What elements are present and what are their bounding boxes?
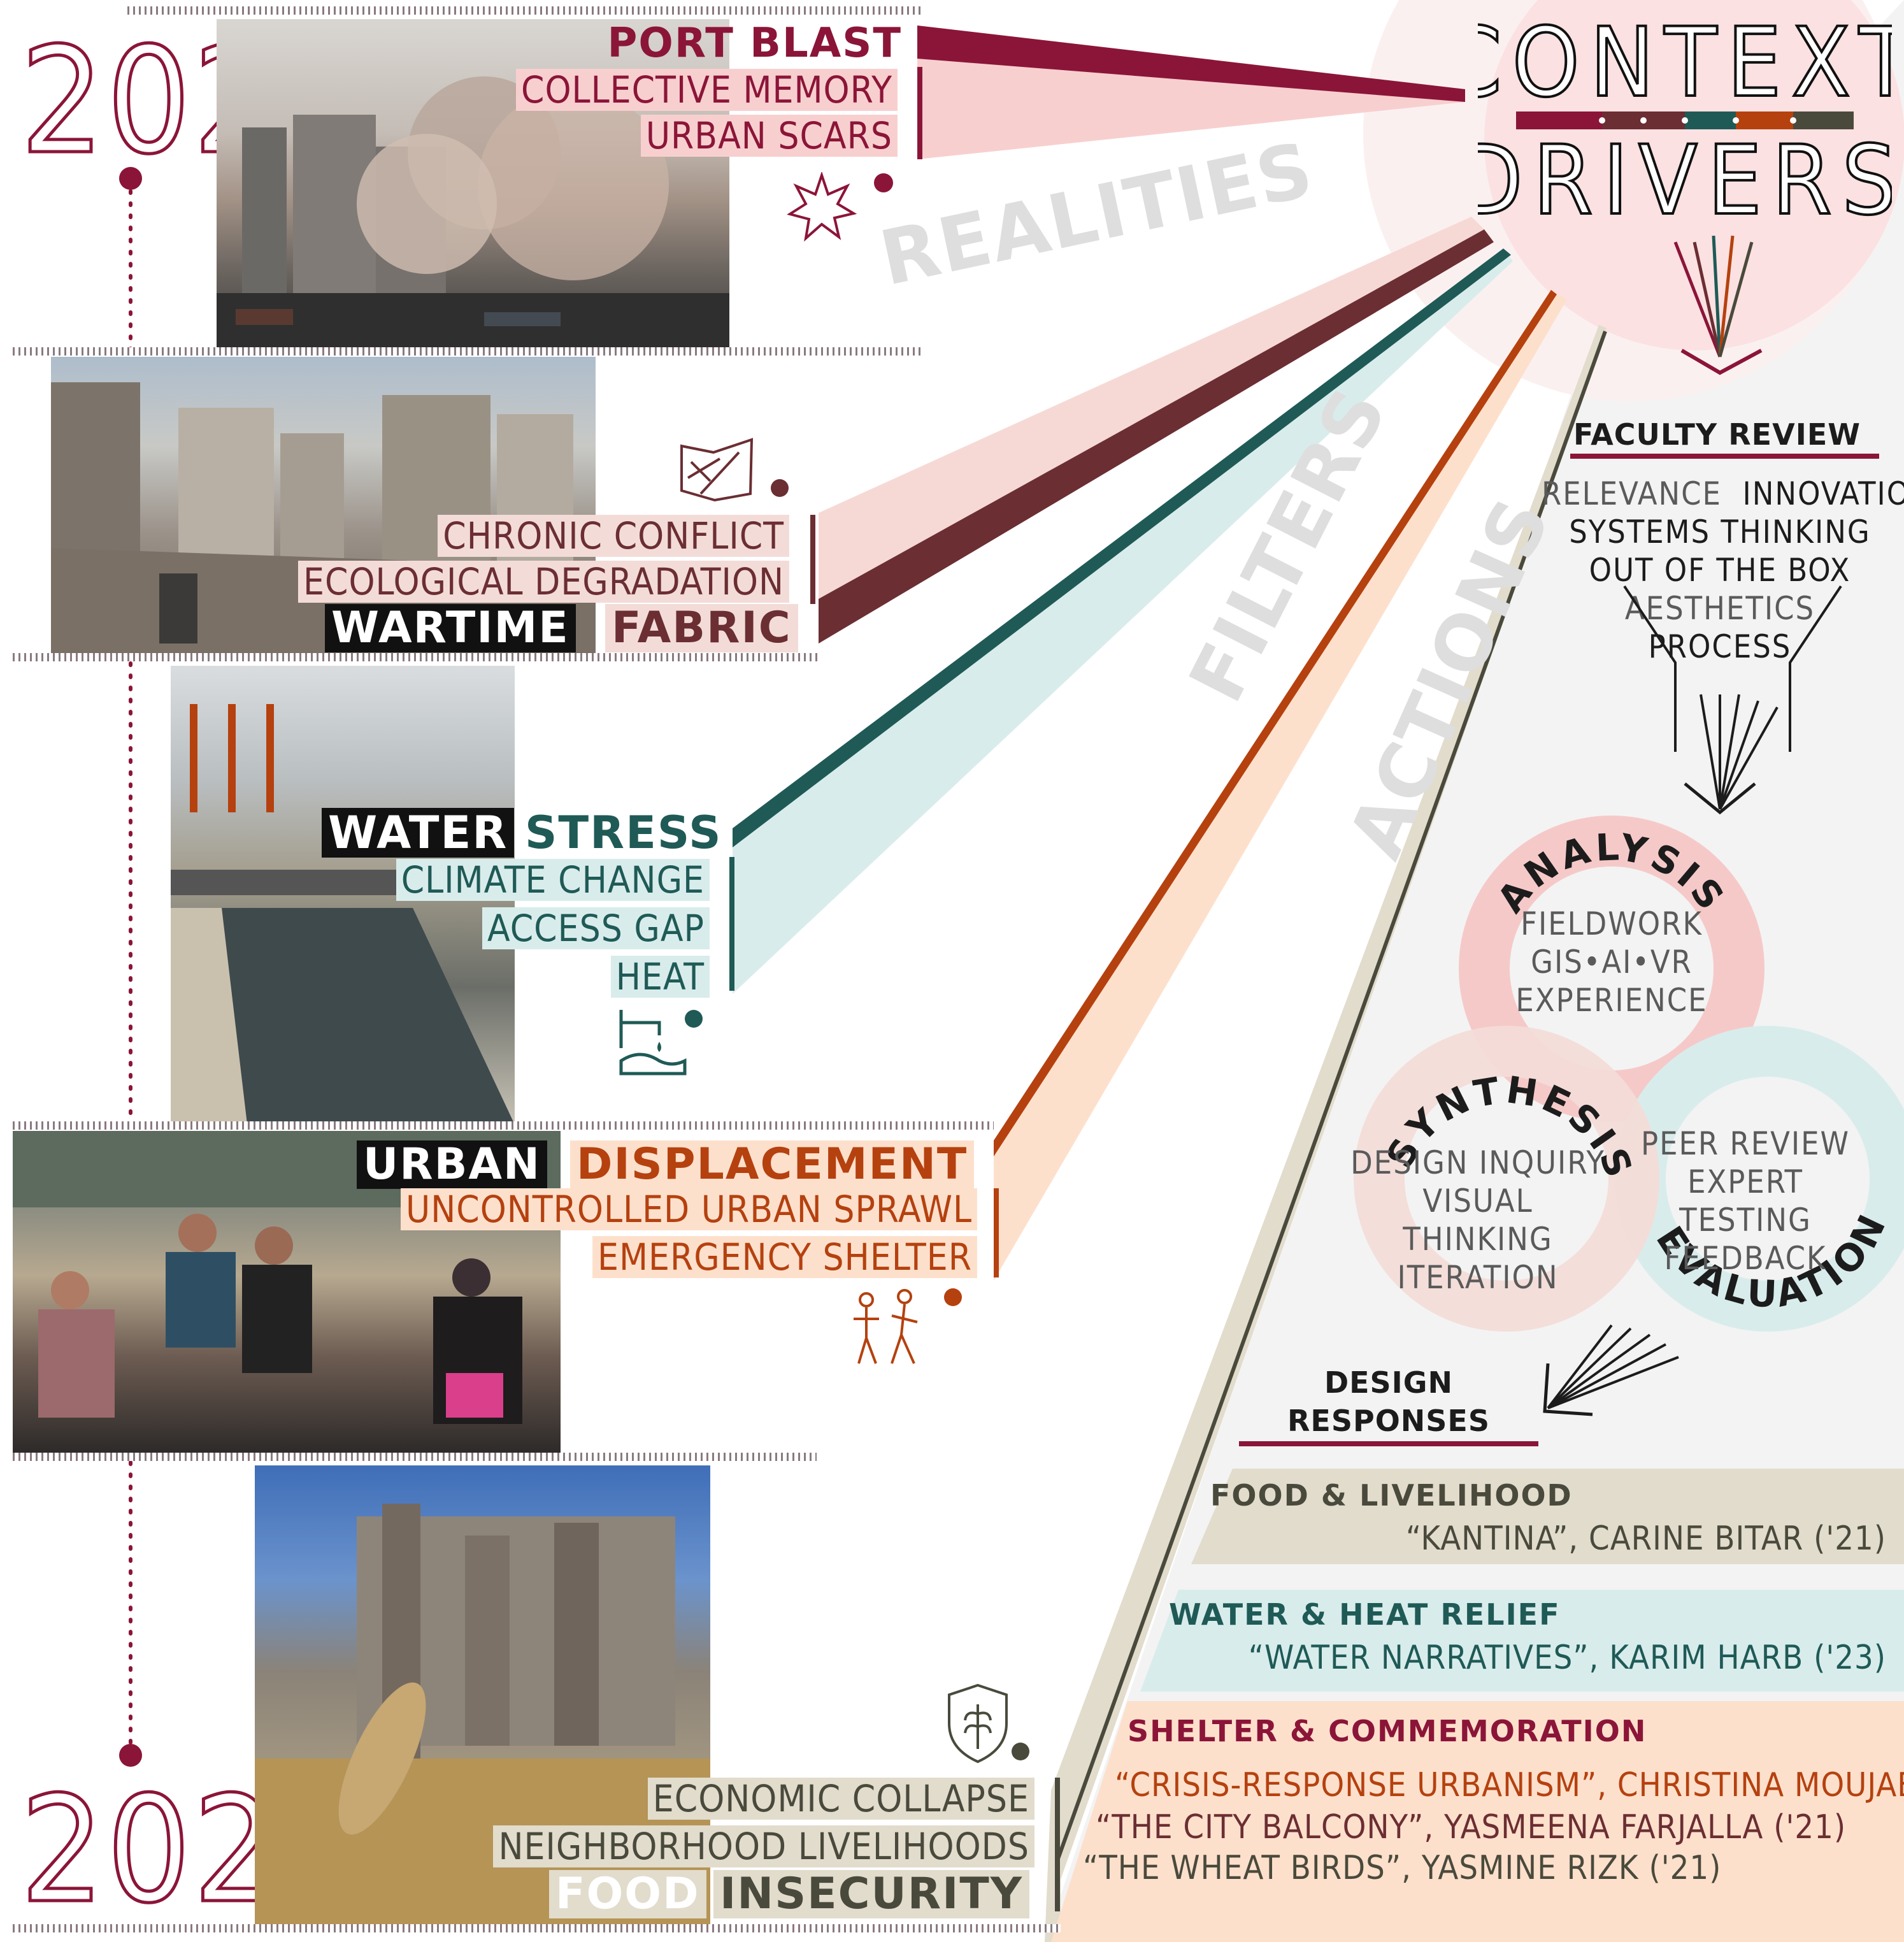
food-title-b: INSECURITY <box>713 1870 1030 1918</box>
timeline-end-dot <box>119 1744 142 1767</box>
arrow-bundle-down-icon <box>1673 235 1763 375</box>
water-title-b: STRESS <box>525 807 722 859</box>
photo-water <box>171 666 515 1125</box>
synthesis-items: DESIGN INQUIRY VISUAL THINKING ITERATION <box>1350 1144 1605 1296</box>
wartime-title-a: WARTIME <box>325 604 576 652</box>
wedge-port-blast-line <box>917 25 1465 102</box>
food-sub-1: ECONOMIC COLLAPSE <box>647 1778 1034 1820</box>
criterion-out-of-the-box: OUT OF THE BOX <box>1589 552 1851 589</box>
displacement-title-b: DISPLACEMENT <box>570 1140 975 1189</box>
water-sub-3: HEAT <box>610 956 710 998</box>
evaluation-items: PEER REVIEW EXPERT TESTING FEEDBACK <box>1640 1125 1850 1277</box>
photo-port-blast <box>217 19 729 347</box>
wedge-displacement-line <box>994 290 1557 1156</box>
response-shelter-project-3: “THE WHEAT BIRDS”, YASMINE RIZK ('21) <box>1083 1849 1722 1887</box>
analysis-items: FIELDWORK GIS•AI•VR EXPERIENCE <box>1515 905 1708 1019</box>
port-blast-sub-1: COLLECTIVE MEMORY <box>516 69 898 111</box>
timeline-start-dot <box>119 167 142 190</box>
band-water <box>1140 1590 1904 1692</box>
wartime-sub-2: ECOLOGICAL DEGRADATION <box>298 561 789 603</box>
wheat-shield-icon <box>948 1683 1008 1764</box>
faculty-review-criteria: RELEVANCE INNOVATION SYSTEMS THINKING OU… <box>1542 475 1904 666</box>
explosion-icon <box>787 172 857 242</box>
food-sub-2: NEIGHBORHOOD LIVELIHOODS <box>493 1825 1034 1867</box>
wedge-wartime-line <box>819 229 1494 644</box>
displaced-people-icon <box>854 1289 918 1364</box>
port-blast-title: PORT BLAST <box>607 20 902 67</box>
wedge-food-line <box>1056 330 1607 1862</box>
criterion-relevance: RELEVANCE <box>1542 475 1722 512</box>
response-water-project: “WATER NARRATIVES”, KARIM HARB ('23) <box>1248 1639 1886 1677</box>
band-food <box>1191 1469 1904 1564</box>
water-sub-1: CLIMATE CHANGE <box>396 859 710 901</box>
design-responses-title: DESIGN RESPONSES <box>1287 1365 1490 1438</box>
title-circle <box>1484 0 1904 350</box>
wedge-displacement <box>994 290 1567 1281</box>
water-tap-icon <box>619 1010 687 1075</box>
wedge-water <box>733 248 1513 994</box>
port-blast-sub-2: URBAN SCARS <box>640 115 898 157</box>
band-shelter <box>1051 1701 1904 1942</box>
criterion-innovation: INNOVATION <box>1742 475 1904 512</box>
synthesis-ring <box>1354 1026 1659 1332</box>
wedge-water-line <box>733 248 1511 847</box>
title-line2: DRIVERS <box>1478 126 1892 223</box>
criterion-systems-thinking: SYSTEMS THINKING <box>1569 514 1871 550</box>
displacement-title-a: URBAN <box>357 1140 547 1189</box>
arrow-to-responses-icon <box>1543 1324 1679 1416</box>
response-water-title: WATER & HEAT RELIEF <box>1169 1597 1561 1632</box>
faculty-review-title: FACULTY REVIEW <box>1573 417 1861 452</box>
displacement-sub-2: EMERGENCY SHELTER <box>592 1236 977 1278</box>
response-shelter-project-2: “THE CITY BALCONY”, YASMEENA FARJALLA ('… <box>1096 1808 1847 1846</box>
response-food-title: FOOD & LIVELIHOOD <box>1210 1478 1573 1513</box>
wartime-sub-1: CHRONIC CONFLICT <box>438 515 789 557</box>
response-food-project: “KANTINA”, CARINE BITAR ('21) <box>1405 1520 1886 1558</box>
response-shelter-title: SHELTER & COMMEMORATION <box>1127 1714 1647 1748</box>
map-icon <box>680 438 754 502</box>
wartime-title-b: FABRIC <box>605 604 798 652</box>
water-title-a: WATER <box>322 808 515 858</box>
water-sub-2: ACCESS GAP <box>482 907 710 949</box>
process-cycle: ANALYSIS SYNTHESIS EVALUATION <box>1354 816 1904 1332</box>
response-shelter-project-1: “CRISIS-RESPONSE URBANISM”, CHRISTINA MO… <box>1115 1766 1904 1804</box>
food-title-a: FOOD <box>549 1870 706 1918</box>
title-block: CONTEXT DRIVERS <box>1478 6 1892 223</box>
film-strip <box>127 6 920 15</box>
title-line1: CONTEXT <box>1478 8 1892 119</box>
funnel-icon <box>1623 585 1842 815</box>
displacement-sub-1: UNCONTROLLED URBAN SPRAWL <box>401 1188 977 1230</box>
criterion-aesthetics: AESTHETICS <box>1624 590 1815 627</box>
